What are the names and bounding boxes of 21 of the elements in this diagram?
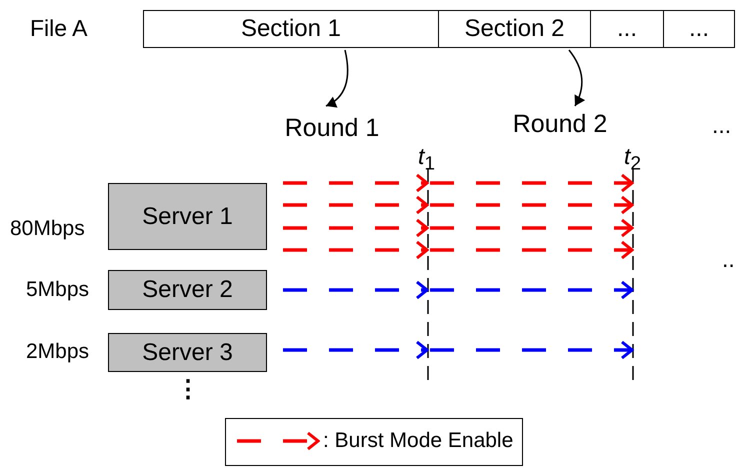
arrow: [326, 50, 348, 107]
time-label: t$_{2}$: [624, 145, 642, 174]
ellipsis: ...: [712, 114, 732, 137]
server-box: Server 1: [108, 183, 267, 250]
time-label: t$_{1}$: [418, 145, 436, 174]
file-section: Section 2: [438, 10, 591, 48]
ellipsis: ⋮: [176, 378, 200, 402]
server-box: Server 2: [108, 270, 267, 310]
round-label: Round 2: [503, 112, 617, 140]
bandwidth-label: 5Mbps: [26, 279, 90, 300]
bandwidth-label: 2Mbps: [26, 341, 90, 362]
ellipsis: ..: [722, 248, 735, 271]
round-label: Round 1: [276, 116, 388, 144]
file-section: Section 1: [143, 10, 439, 48]
file-section: ...: [663, 10, 735, 48]
file-section: ...: [590, 10, 664, 48]
bandwidth-label: 80Mbps: [10, 218, 85, 239]
server-box: Server 3: [108, 333, 267, 372]
arrow: [568, 50, 585, 106]
legend-text: : Burst Mode Enable: [323, 430, 514, 451]
file-label: File A: [30, 17, 88, 40]
